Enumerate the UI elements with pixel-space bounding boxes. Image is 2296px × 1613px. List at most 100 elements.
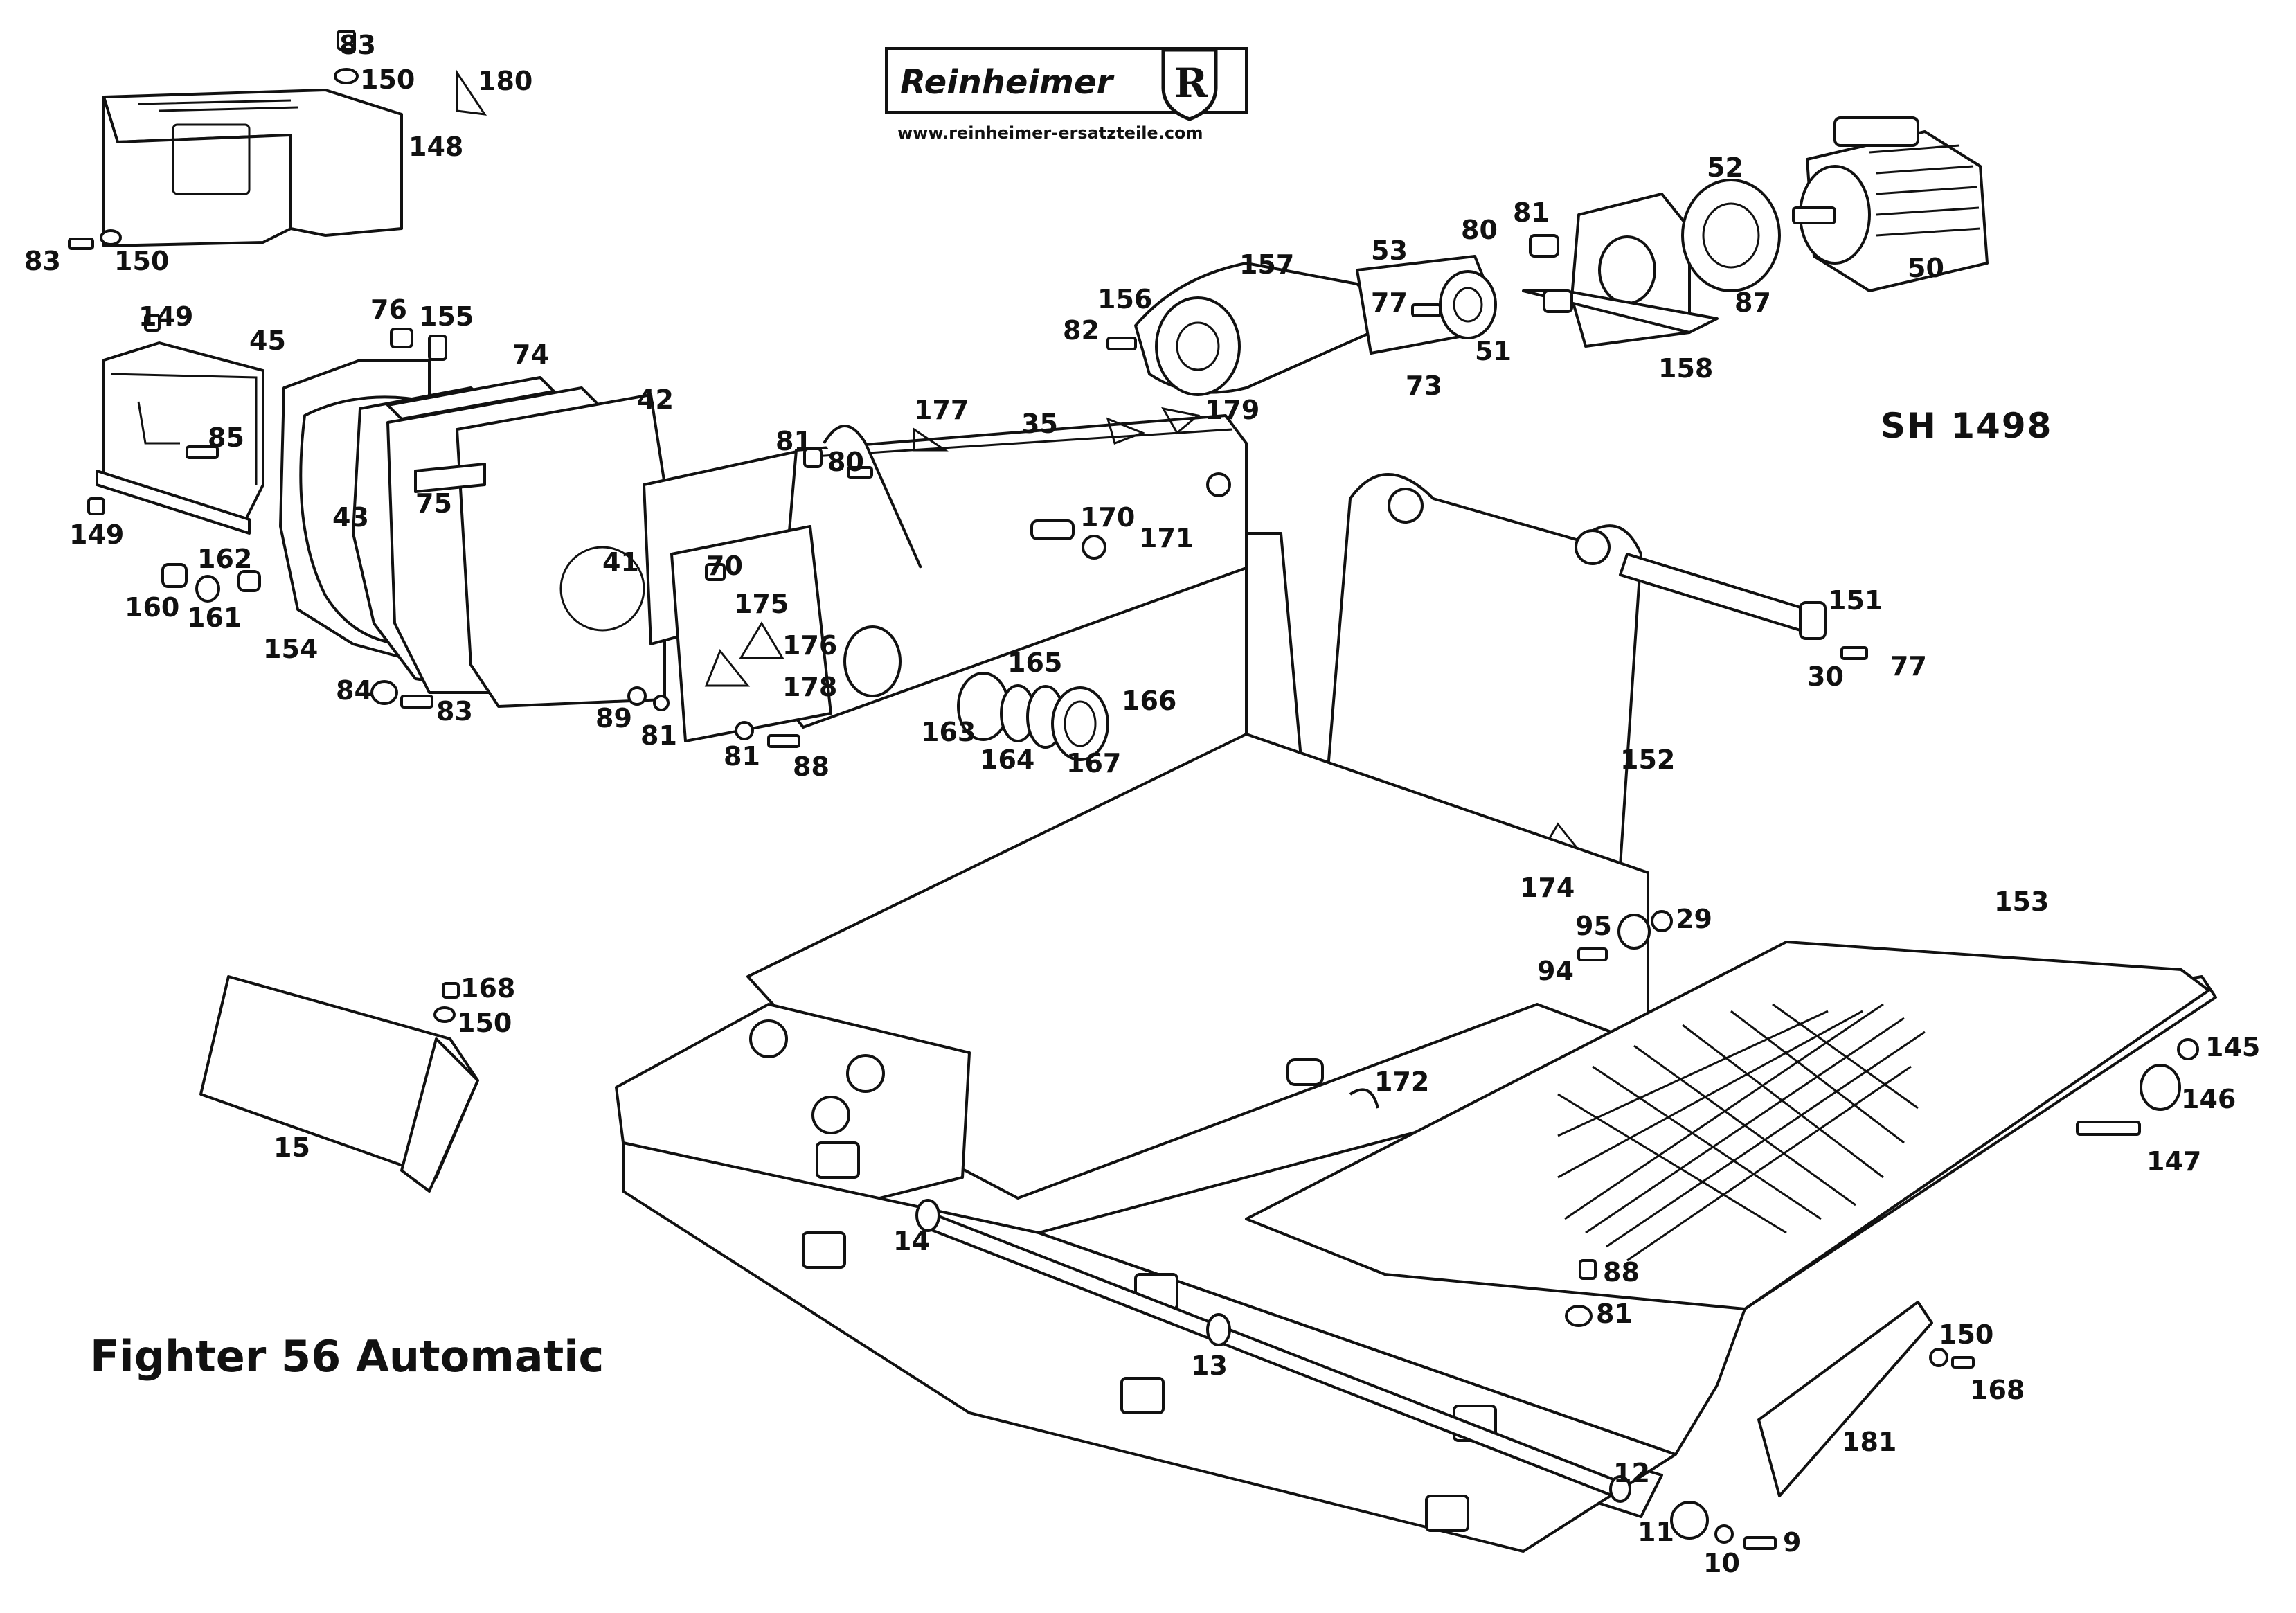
callout-166: 166	[1122, 686, 1176, 716]
callout-80: 80	[827, 447, 864, 477]
callout-155: 155	[419, 301, 474, 332]
callout-70: 70	[706, 551, 743, 581]
warning-triangle-180-icon	[456, 69, 487, 116]
main-chassis	[615, 733, 2217, 1553]
callout-147: 147	[2146, 1146, 2201, 1177]
callout-35: 35	[1021, 409, 1058, 439]
callout-45: 45	[249, 326, 286, 356]
callout-161: 161	[187, 603, 242, 633]
guard-plate-15	[199, 975, 479, 1193]
callout-146: 146	[2181, 1084, 2236, 1114]
callout-149: 149	[69, 519, 124, 550]
callout-152: 152	[1620, 745, 1675, 775]
callout-145: 145	[2205, 1032, 2260, 1062]
callout-164: 164	[980, 745, 1034, 775]
callout-77: 77	[1890, 651, 1927, 681]
callout-167: 167	[1066, 748, 1121, 778]
callout-160: 160	[125, 592, 179, 623]
brand-logo: Reinheimer R	[885, 47, 1248, 121]
callout-80: 80	[1461, 215, 1498, 245]
callout-94: 94	[1537, 956, 1574, 986]
fasteners-145-147	[2076, 1038, 2199, 1136]
callout-170: 170	[1080, 502, 1135, 533]
callout-150: 150	[457, 1008, 512, 1038]
callout-180: 180	[478, 66, 532, 96]
bracket-45	[87, 314, 264, 535]
motor-mount-158	[1522, 193, 1719, 348]
belt-drive-assembly	[1106, 255, 1497, 396]
callout-52: 52	[1707, 152, 1743, 183]
callout-150: 150	[114, 246, 169, 276]
callout-178: 178	[782, 672, 837, 702]
callout-74: 74	[512, 339, 549, 370]
callout-171: 171	[1139, 523, 1194, 553]
callout-13: 13	[1191, 1351, 1228, 1381]
callout-89: 89	[595, 703, 632, 733]
callout-177: 177	[914, 395, 969, 425]
fasteners-160-162	[161, 563, 433, 709]
callout-176: 176	[782, 630, 837, 661]
guard-cover-148	[68, 30, 403, 250]
brand-url: www.reinheimer-ersatzteile.com	[897, 123, 1203, 143]
callout-148: 148	[409, 132, 463, 162]
callout-88: 88	[1603, 1257, 1640, 1287]
callout-165: 165	[1007, 648, 1062, 678]
gear-housing-assembly	[279, 328, 666, 708]
callout-10: 10	[1703, 1548, 1740, 1578]
callout-174: 174	[1520, 873, 1575, 903]
brand-name: Reinheimer	[900, 63, 1115, 102]
electric-motor-50	[1792, 116, 1989, 292]
callout-162: 162	[197, 544, 252, 574]
fasteners-88-81	[1565, 1259, 1597, 1327]
axle-pin-151	[1619, 553, 1868, 660]
callout-81: 81	[640, 720, 677, 751]
callout-labels: 83 150 180 148 83 150 149 45 76 155 74 4…	[24, 30, 2260, 1578]
callout-53: 53	[1371, 235, 1408, 266]
callout-15: 15	[273, 1132, 310, 1163]
callout-153: 153	[1994, 886, 2049, 917]
callout-14: 14	[893, 1226, 930, 1256]
adapter-flange-52	[1681, 179, 1781, 292]
callout-168: 168	[1970, 1375, 2025, 1405]
brand-emblem-letter: R	[1174, 60, 1208, 107]
fasteners-94-95-29	[1577, 910, 1673, 961]
callout-82: 82	[1063, 315, 1100, 346]
callout-150: 150	[1939, 1319, 1993, 1350]
callout-88: 88	[793, 751, 829, 782]
callout-150: 150	[360, 64, 415, 95]
callout-41: 41	[602, 547, 639, 578]
callout-12: 12	[1613, 1458, 1650, 1488]
callout-77: 77	[1371, 287, 1408, 318]
callout-151: 151	[1828, 585, 1883, 616]
bearing-set-163-167	[957, 672, 1109, 761]
callout-43: 43	[332, 502, 369, 533]
callout-11: 11	[1638, 1517, 1674, 1547]
pivot-pin-172	[1286, 1058, 1379, 1109]
drive-shaft	[915, 1199, 1631, 1503]
fasteners-9-11	[1670, 1501, 1777, 1550]
callout-158: 158	[1658, 353, 1713, 384]
model-title: Fighter 56 Automatic	[90, 1331, 604, 1382]
callout-172: 172	[1374, 1067, 1429, 1097]
callout-179: 179	[1205, 395, 1259, 425]
side-plate-181	[1757, 1301, 1975, 1497]
callout-81: 81	[775, 426, 812, 456]
callout-83: 83	[436, 696, 473, 727]
callout-73: 73	[1406, 371, 1442, 401]
callout-175: 175	[734, 589, 789, 619]
callout-154: 154	[263, 634, 318, 664]
callout-76: 76	[370, 294, 407, 325]
callout-95: 95	[1575, 911, 1612, 941]
callout-83: 83	[339, 30, 376, 60]
callout-30: 30	[1807, 661, 1844, 692]
callout-29: 29	[1676, 904, 1712, 934]
callout-42: 42	[637, 384, 674, 415]
callout-149: 149	[138, 301, 193, 332]
drawing-number: SH 1498	[1881, 406, 2052, 446]
callout-81: 81	[1513, 197, 1550, 228]
callout-75: 75	[415, 488, 452, 519]
mesh-screen-153	[1557, 1003, 1926, 1262]
callout-9: 9	[1783, 1527, 1801, 1558]
callout-50: 50	[1908, 253, 1944, 283]
